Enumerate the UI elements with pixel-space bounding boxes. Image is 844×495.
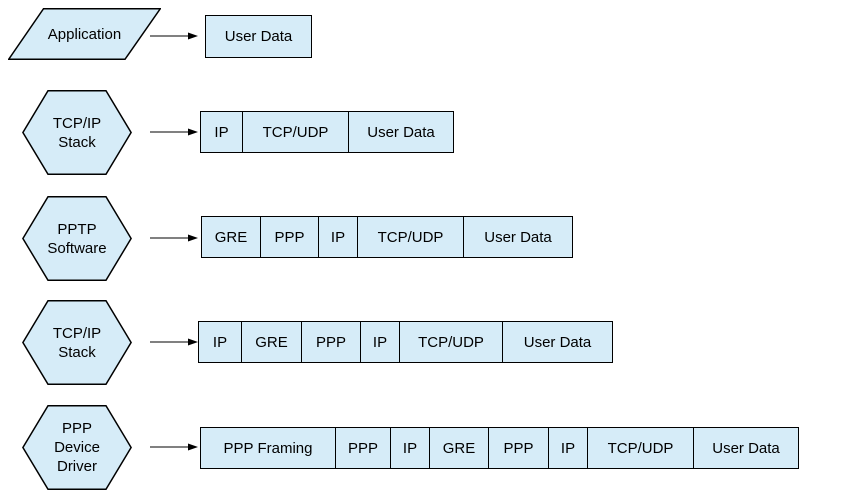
- stage-label: PPTP Software: [47, 220, 107, 257]
- stage-shape-application: Application: [8, 8, 161, 60]
- stage-shape-tcpip-stack-2: TCP/IP Stack: [22, 300, 132, 385]
- packet-field: IP: [200, 111, 243, 153]
- arrow-right-icon: [150, 128, 198, 136]
- packet-field: IP: [318, 216, 358, 258]
- packet-field: GRE: [429, 427, 489, 469]
- packet-field: User Data: [348, 111, 454, 153]
- packet-field: TCP/UDP: [399, 321, 503, 363]
- stage-label: Application: [47, 25, 122, 43]
- packet-field: User Data: [463, 216, 573, 258]
- packet-row-tcpip-2: IP GRE PPP IP TCP/UDP User Data: [198, 321, 613, 363]
- stage-label: TCP/IP Stack: [52, 324, 102, 361]
- packet-field: PPP: [301, 321, 361, 363]
- packet-row-tcpip-1: IP TCP/UDP User Data: [200, 111, 454, 153]
- packet-field: TCP/UDP: [242, 111, 349, 153]
- packet-row-pptp: GRE PPP IP TCP/UDP User Data: [201, 216, 573, 258]
- arrow-right-icon: [150, 32, 198, 40]
- packet-field: TCP/UDP: [587, 427, 694, 469]
- arrow-right-icon: [150, 338, 198, 346]
- packet-field: IP: [360, 321, 400, 363]
- stage-shape-pptp-software: PPTP Software: [22, 196, 132, 281]
- arrow-right-icon: [150, 234, 198, 242]
- packet-row-ppp-driver: PPP Framing PPP IP GRE PPP IP TCP/UDP Us…: [200, 427, 799, 469]
- arrow-right-icon: [150, 443, 198, 451]
- packet-field: TCP/UDP: [357, 216, 464, 258]
- stage-label: PPP Device Driver: [54, 420, 100, 475]
- packet-field: PPP: [335, 427, 391, 469]
- stage-shape-ppp-device-driver: PPP Device Driver: [22, 405, 132, 490]
- packet-field: PPP: [488, 427, 549, 469]
- packet-field: PPP: [260, 216, 319, 258]
- packet-field: PPP Framing: [200, 427, 336, 469]
- packet-field: User Data: [205, 15, 312, 58]
- parallelogram-shape: [8, 8, 161, 60]
- hexagon-shape: [22, 196, 132, 281]
- packet-field: GRE: [201, 216, 261, 258]
- hexagon-shape: [22, 90, 132, 175]
- packet-field: GRE: [241, 321, 302, 363]
- packet-row-application: User Data: [205, 15, 312, 58]
- hexagon-shape: [22, 300, 132, 385]
- packet-field: User Data: [693, 427, 799, 469]
- packet-field: IP: [198, 321, 242, 363]
- stage-shape-tcpip-stack-1: TCP/IP Stack: [22, 90, 132, 175]
- packet-field: IP: [390, 427, 430, 469]
- hexagon-shape: [22, 405, 132, 490]
- packet-field: User Data: [502, 321, 613, 363]
- packet-field: IP: [548, 427, 588, 469]
- stage-label: TCP/IP Stack: [52, 114, 102, 151]
